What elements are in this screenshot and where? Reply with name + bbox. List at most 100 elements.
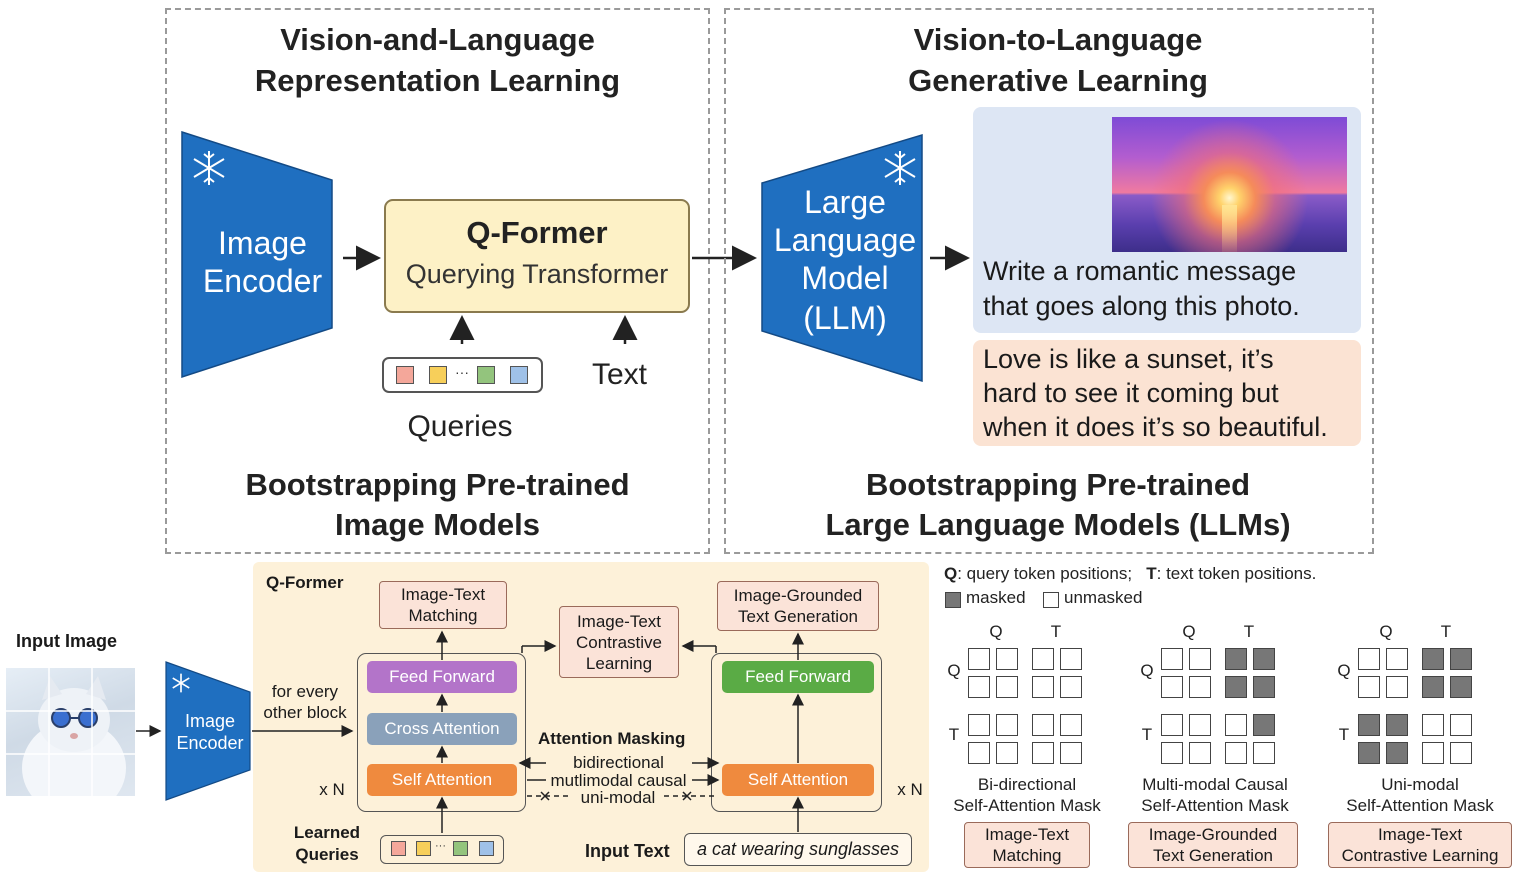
mask-axis-q-side: Q xyxy=(1140,661,1154,680)
small-image-encoder-line1: Image xyxy=(184,711,236,731)
mask-cell-unmasked xyxy=(1253,742,1275,764)
mask-task-line2: Matching xyxy=(992,846,1062,865)
footer-line2: Large Language Models (LLMs) xyxy=(825,507,1291,542)
mask-cell-unmasked xyxy=(1060,742,1082,764)
mask-cell-masked xyxy=(1358,742,1380,764)
query-token xyxy=(396,366,414,384)
mask-cell-unmasked xyxy=(1422,714,1444,736)
mask-label-line2: Self-Attention Mask xyxy=(1346,796,1494,815)
query-token xyxy=(416,841,431,856)
feed-forward-left: Feed Forward xyxy=(367,661,517,693)
qformer-box: Q-Former Querying Transformer xyxy=(384,199,690,313)
itc-line3: Learning xyxy=(585,653,653,673)
mask-cell-unmasked xyxy=(996,742,1018,764)
mask-cell-unmasked xyxy=(1032,742,1054,764)
mask-task-line2: Contrastive Learning xyxy=(1341,846,1499,865)
mask-axis-t-side: T xyxy=(1141,725,1153,744)
itm-line2: Matching xyxy=(408,606,478,625)
llm-label-line2: Language xyxy=(773,222,917,258)
mask-task-line2: Text Generation xyxy=(1152,846,1273,865)
response-text: Love is like a sunset, it’s hard to see … xyxy=(983,342,1363,444)
learned-queries-container xyxy=(380,835,504,864)
query-token xyxy=(510,366,528,384)
text-transformer-block xyxy=(711,653,882,812)
mask-cell-unmasked xyxy=(996,676,1018,698)
mask-cell-unmasked xyxy=(1450,714,1472,736)
mask-cell-unmasked xyxy=(1161,714,1183,736)
response-line2: hard to see it coming but xyxy=(983,378,1279,408)
qformer-subtitle: Querying Transformer xyxy=(405,259,669,289)
mask-cell-unmasked xyxy=(968,742,990,764)
legend-unmasked-label: unmasked xyxy=(1064,588,1143,607)
input-text-value: a cat wearing sunglasses xyxy=(696,839,900,859)
footer-line2: Image Models xyxy=(335,507,540,542)
mask-cell-unmasked xyxy=(1225,714,1247,736)
mask-cell-masked xyxy=(1225,648,1247,670)
for-every-line2: other block xyxy=(263,703,347,722)
mask-cell-unmasked xyxy=(968,714,990,736)
mask-cell-unmasked xyxy=(968,648,990,670)
mask-cell-unmasked xyxy=(1060,676,1082,698)
qformer-detail-label: Q-Former xyxy=(266,573,344,592)
mask-cell-masked xyxy=(1358,714,1380,736)
mask-cell-masked xyxy=(1225,676,1247,698)
legend-line1: Q: query token positions; T: text token … xyxy=(944,564,1316,584)
panel-title-line2: Generative Learning xyxy=(908,63,1208,98)
xN-right: x N xyxy=(897,780,923,799)
mask-axis-t-top: T xyxy=(1440,622,1452,641)
footer-line1: Bootstrapping Pre-trained xyxy=(245,467,630,502)
mask-label-line1: Bi-directional xyxy=(977,775,1077,794)
cross-attention: Cross Attention xyxy=(367,713,517,745)
input-cat-image xyxy=(6,668,135,796)
mask-task-line1: Image-Grounded xyxy=(1148,825,1278,844)
mask-axis-q-top: Q xyxy=(989,622,1003,641)
mask-cell-unmasked xyxy=(996,714,1018,736)
mask-axis-q-top: Q xyxy=(1182,622,1196,641)
mask-cell-unmasked xyxy=(996,648,1018,670)
mask-cell-unmasked xyxy=(1358,676,1380,698)
mask-cell-unmasked xyxy=(1422,742,1444,764)
itg-line1: Image-Grounded xyxy=(733,586,863,605)
image-encoder-label-line2: Encoder xyxy=(202,263,323,299)
snowflake-icon xyxy=(193,151,225,185)
mask-task-line1: Image-Text xyxy=(1377,825,1463,844)
mask-cell-masked xyxy=(1253,648,1275,670)
small-image-encoder-line2: Encoder xyxy=(176,733,244,753)
legend-masked-label: masked xyxy=(966,588,1026,607)
mask-cell-unmasked xyxy=(968,676,990,698)
query-token xyxy=(479,841,494,856)
snowflake-icon xyxy=(884,151,916,185)
legend-unmasked-swatch xyxy=(1043,592,1059,608)
legend-t-text: : text token positions. xyxy=(1156,564,1317,583)
mask-cell-masked xyxy=(1450,676,1472,698)
panel-title-line1: Vision-and-Language xyxy=(280,22,595,57)
mask-task-line1: Image-Text xyxy=(984,825,1070,844)
query-token xyxy=(453,841,468,856)
mask-cell-unmasked xyxy=(1386,676,1408,698)
llm-label-line1: Large xyxy=(804,184,886,220)
attention-masking-label: Attention Masking xyxy=(538,729,686,748)
top-arrows xyxy=(343,245,970,344)
query-token xyxy=(429,366,447,384)
text-label: Text xyxy=(592,358,648,391)
mask-cell-masked xyxy=(1422,648,1444,670)
input-text-label: Input Text xyxy=(585,841,670,861)
mask-cell-unmasked xyxy=(1032,714,1054,736)
mask-cell-unmasked xyxy=(1161,676,1183,698)
mask-axis-t-side: T xyxy=(1338,725,1350,744)
itg-line2: Text Generation xyxy=(737,607,858,626)
llm-trapezoid xyxy=(761,133,923,383)
legend-t-key: T xyxy=(1146,564,1157,583)
bidirectional-label: bidirectional xyxy=(546,752,691,773)
mask-cell-masked xyxy=(1253,676,1275,698)
itc-line1: Image-Text xyxy=(576,611,662,631)
mask-axis-t-top: T xyxy=(1243,622,1255,641)
sun-reflection xyxy=(1222,205,1237,252)
mask-cell-unmasked xyxy=(1032,676,1054,698)
